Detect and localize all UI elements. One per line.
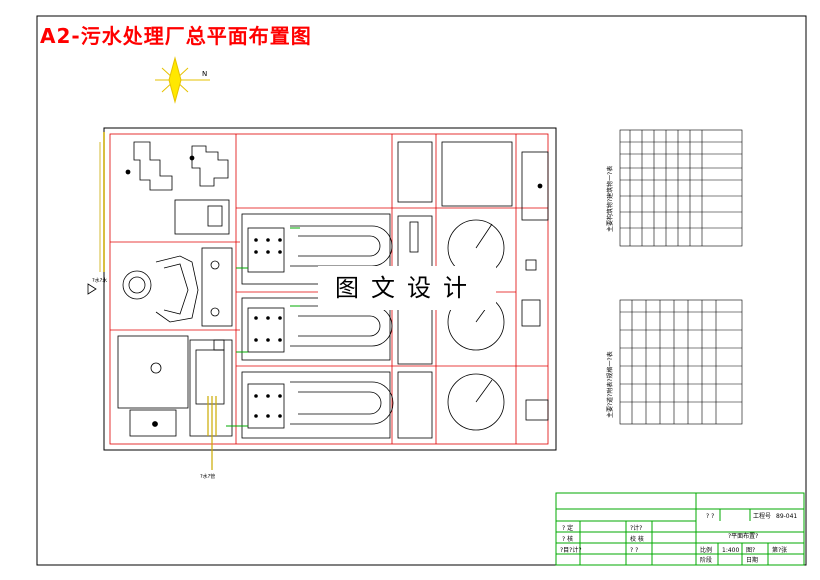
project-name: ?平面布置? bbox=[728, 532, 758, 540]
date-label: 日期 bbox=[746, 556, 758, 564]
green-pipes bbox=[226, 227, 300, 427]
sludge-facilities bbox=[521, 151, 549, 421]
north-arrow-icon bbox=[155, 56, 210, 104]
inlet-label: ?水?管 bbox=[200, 473, 215, 480]
drawing-no-label: 工程号 bbox=[753, 512, 771, 520]
aeration-basin-1 bbox=[241, 213, 393, 285]
north-label: N bbox=[202, 70, 207, 78]
stage-label: 阶段 bbox=[700, 556, 712, 564]
tb-row3-mid: ? ? bbox=[630, 547, 638, 554]
tb-row2-mid: 校 核 bbox=[630, 535, 644, 543]
tb-row1-left: ? 定 bbox=[562, 524, 573, 532]
scale-label: 比例 bbox=[700, 546, 712, 554]
drawing-title: A2-污水处理厂总平面布置图 bbox=[40, 24, 312, 48]
pipes-table bbox=[619, 299, 743, 425]
lower-left-buildings bbox=[117, 335, 233, 437]
tb-row1-mid: ?计? bbox=[630, 524, 642, 532]
pipes-table-header: 主要?道?附表?规格一?表 bbox=[606, 351, 614, 418]
aeration-basin-2 bbox=[241, 297, 393, 361]
drawing-no: 89-041 bbox=[776, 513, 797, 520]
title-block bbox=[555, 492, 805, 566]
sheet-label: 图? bbox=[746, 547, 755, 554]
inlet-pipe bbox=[207, 396, 217, 470]
structures-table-header: 主要构筑物?建筑物一?表 bbox=[606, 166, 614, 232]
road-lines bbox=[109, 133, 549, 445]
sheet-border bbox=[36, 15, 807, 566]
outlet-arrow-icon bbox=[87, 283, 97, 295]
watermark: 图文设计 bbox=[318, 266, 496, 310]
scale-value: 1:400 bbox=[722, 547, 739, 554]
structures-table bbox=[619, 129, 743, 247]
sheet-value: 第?张 bbox=[772, 546, 787, 554]
site-plan bbox=[87, 127, 557, 470]
central-building bbox=[122, 247, 233, 327]
outlet-label: ?水?水 bbox=[92, 277, 107, 284]
tb-row2-left: ? 核 bbox=[562, 535, 573, 543]
site-boundary bbox=[103, 127, 557, 451]
tb-row3-left: ?目?计? bbox=[560, 546, 582, 554]
aeration-basin-3 bbox=[241, 371, 394, 439]
company-name: ? ? bbox=[706, 513, 714, 520]
aerator-marks bbox=[254, 238, 282, 418]
admin-building bbox=[125, 141, 230, 235]
